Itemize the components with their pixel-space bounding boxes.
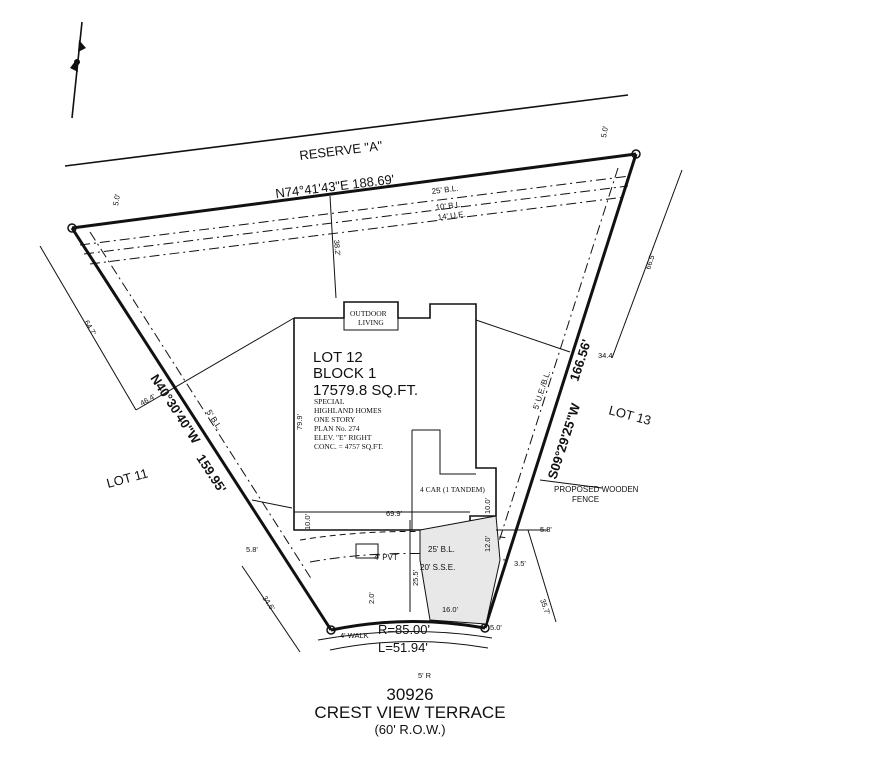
front-row-line [317, 631, 493, 641]
fence-label: FENCE [572, 495, 599, 504]
dim-10-0-left: 10.0' [303, 513, 312, 530]
dim-34-6: 34.6' [260, 594, 277, 613]
setback-10-bl: 10' B.L. [435, 200, 463, 212]
west-setback-line [89, 231, 313, 581]
builder-line: PLAN No. 274 [314, 424, 360, 433]
walk-label: 4' WALK [340, 631, 369, 640]
west-distance: 159.95' [193, 451, 229, 495]
front-sse-line [309, 552, 506, 563]
curve-radius: R=85.00' [378, 622, 430, 637]
north-bearing: N74°41'43"E 188.69' [275, 172, 396, 201]
street-name: CREST VIEW TERRACE [314, 703, 505, 722]
dim-2-0: 2.0' [367, 592, 376, 604]
pvt-label: 4' PVT [374, 553, 398, 562]
lot-11-label: LOT 11 [105, 465, 150, 490]
dim-16-0: 16.0' [442, 605, 459, 614]
dim-5-8-left: 5.8' [246, 545, 258, 554]
lot-boundary [70, 152, 638, 632]
front-sse-label: 20' S.S.E. [420, 563, 455, 572]
reserve-edge-line [64, 94, 629, 167]
dim-66-5: 66.5' [643, 252, 657, 271]
walk-line [329, 640, 489, 651]
corner-marker-sw [326, 625, 336, 635]
outdoor-living-box [343, 301, 399, 331]
dimension-lines [39, 169, 683, 653]
dim-5-0-left: 5.0' [111, 193, 122, 207]
dim-10-0-right: 10.0' [483, 497, 492, 514]
north-arrow-icon [70, 21, 86, 119]
east-bearing: S09°29'25"W [545, 401, 584, 481]
builder-line: ONE STORY [314, 415, 356, 424]
fence-label: PROPOSED WOODEN [554, 485, 639, 494]
lot-number: LOT 12 [313, 349, 363, 366]
front-setback-label: 25' B.L. [428, 545, 455, 554]
dim-12-0: 12.0' [483, 535, 492, 552]
setback-5-ue-bl: 5' U.E./B.L. [531, 370, 552, 411]
rear-setback-lines [79, 175, 631, 265]
builder-line: CONC. = 4757 SQ.FT. [314, 442, 383, 451]
row-width: (60' R.O.W.) [374, 722, 445, 737]
dim-46-4: 46.4' [139, 392, 158, 408]
dim-5-8-right: 5.8' [540, 525, 552, 534]
dim-3-5: 3.5' [514, 559, 526, 568]
dim-64-7: 64.7' [82, 319, 98, 338]
dim-38-2: 38.2' [332, 239, 342, 256]
pvt-walk-box [355, 543, 379, 559]
builder-line: ELEV. "E" RIGHT [314, 433, 372, 442]
lot-13-label: LOT 13 [607, 402, 653, 428]
dim-34-4: 34.4' [598, 351, 615, 360]
reserve-label: RESERVE "A" [299, 138, 384, 163]
dim-5-0-bottom: 5.0' [490, 623, 502, 632]
address-number: 30926 [386, 685, 433, 704]
setback-5-bl: 5' B.L. [204, 408, 224, 432]
dim-35-7: 35.7' [538, 598, 552, 617]
lot-area: 17579.8 SQ.FT. [313, 382, 418, 399]
dim-5-0-right: 5.0' [599, 125, 610, 139]
garage-label: 4 CAR (1 TANDEM) [420, 485, 485, 494]
outdoor-living-label: LIVING [358, 318, 384, 327]
builder-notes: SPECIAL HIGHLAND HOMES ONE STORY PLAN No… [314, 397, 383, 451]
builder-line: HIGHLAND HOMES [314, 406, 382, 415]
block-number: BLOCK 1 [313, 365, 376, 382]
setback-14-ue: 14' U.E. [437, 210, 466, 222]
curve-length: L=51.94' [378, 640, 428, 655]
dim-79-9: 79.9' [295, 413, 304, 430]
builder-line: SPECIAL [314, 397, 345, 406]
west-bearing: N40°30'40"W [147, 371, 203, 446]
driveway [419, 515, 501, 625]
dim-25-5: 25.5' [411, 569, 420, 586]
setback-25-bl: 25' B.L. [431, 184, 459, 196]
corner-marker-nw [67, 223, 77, 233]
dim-5-radius: 5' R [418, 671, 432, 680]
corner-marker-ne [631, 149, 641, 159]
dim-69-9: 69.9' [386, 509, 403, 518]
outdoor-living-label: OUTDOOR [350, 309, 387, 318]
